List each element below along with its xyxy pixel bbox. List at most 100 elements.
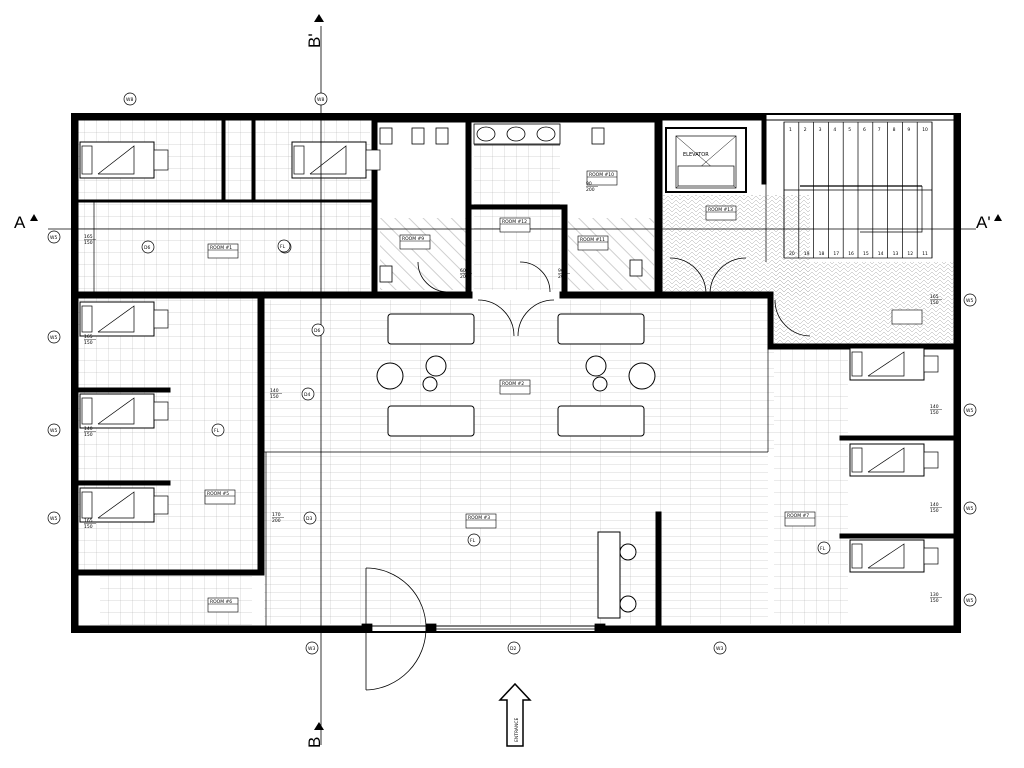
svg-text:150: 150: [930, 508, 939, 514]
section-b-top-arrow: [314, 14, 324, 22]
section-b-bottom-arrow: [314, 722, 324, 730]
svg-text:150: 150: [930, 598, 939, 604]
bed: [849, 539, 939, 573]
beds: [79, 141, 939, 573]
svg-text:D6: D6: [314, 328, 320, 334]
tag-d3: D3: [303, 511, 317, 525]
svg-text:B: B: [305, 737, 324, 748]
dimension-labels: 1651501651501401501651501401501702001651…: [84, 181, 942, 604]
svg-text:D6: D6: [144, 245, 150, 251]
stair-number: 19: [804, 251, 810, 257]
svg-text:W3: W3: [308, 646, 315, 652]
stair-number: 20: [789, 251, 795, 257]
svg-text:ROOM #5: ROOM #5: [207, 491, 229, 497]
section-a-right: A': [976, 213, 991, 232]
bed: [79, 301, 169, 337]
room-tag-room10: ROOM #10: [586, 170, 618, 186]
svg-text:ROOM #6: ROOM #6: [210, 599, 232, 605]
svg-text:ROOM #10: ROOM #10: [589, 172, 614, 178]
svg-text:B': B': [305, 33, 324, 48]
tag-d2: D2: [507, 641, 521, 655]
svg-text:W8: W8: [126, 97, 133, 103]
svg-text:150: 150: [84, 340, 93, 346]
svg-text:165: 165: [930, 294, 939, 300]
bed: [849, 347, 939, 381]
room-tag-room12: ROOM #12: [499, 217, 531, 233]
svg-text:W5: W5: [966, 298, 973, 304]
floor-tiling: [78, 120, 954, 625]
stair-number: 1: [789, 127, 792, 133]
tag-w3: W3: [305, 641, 319, 655]
stair-number: 14: [878, 251, 884, 257]
section-b-bottom: B: [305, 737, 324, 748]
svg-text:ROOM #12: ROOM #12: [502, 219, 527, 225]
tag-w5: W5: [963, 501, 977, 515]
entrance-label: ENTRANCE: [514, 718, 520, 742]
svg-text:ROOM #9: ROOM #9: [402, 236, 424, 242]
stair-number: 10: [922, 127, 928, 133]
doors: [361, 257, 811, 691]
stair-number: 18: [819, 251, 825, 257]
svg-text:W5: W5: [50, 516, 57, 522]
svg-text:150: 150: [270, 394, 279, 400]
interior-walls: [71, 113, 955, 628]
section-b-top: B': [305, 33, 324, 48]
stair-number: 15: [863, 251, 869, 257]
bed: [849, 443, 939, 477]
svg-text:150: 150: [84, 524, 93, 530]
tag-w3: W3: [713, 641, 727, 655]
svg-text:W5: W5: [50, 335, 57, 341]
tag-w5: W5: [47, 230, 61, 244]
svg-text:200: 200: [586, 187, 595, 193]
svg-text:ROOM #1: ROOM #1: [210, 245, 232, 251]
bed: [79, 141, 169, 179]
stair-number: 5: [848, 127, 851, 133]
svg-text:150: 150: [930, 410, 939, 416]
svg-text:60: 60: [460, 268, 466, 274]
svg-text:140: 140: [930, 404, 939, 410]
svg-text:D4: D4: [304, 392, 310, 398]
stair-number: 13: [893, 251, 899, 257]
svg-text:ROOM #3: ROOM #3: [468, 515, 490, 521]
svg-text:90: 90: [558, 268, 564, 274]
tag-w5: W5: [47, 423, 61, 437]
stair-number: 8: [893, 127, 896, 133]
svg-text:200: 200: [558, 274, 567, 280]
room-tag-room11: ROOM #11: [577, 235, 609, 251]
stair-number: 4: [833, 127, 836, 133]
room-tag-room5: ROOM #5: [204, 489, 236, 505]
bed: [79, 487, 169, 523]
svg-text:90: 90: [586, 181, 592, 187]
tag-fl: FL: [211, 423, 225, 437]
stair-number: 16: [848, 251, 854, 257]
stair-number: 12: [907, 251, 913, 257]
room-tag-room6: ROOM #6: [207, 597, 239, 613]
svg-text:FL: FL: [470, 538, 476, 544]
room-tag-room2: ROOM #2: [499, 379, 531, 395]
tag-w8: W8: [314, 92, 328, 106]
svg-text:165: 165: [84, 234, 93, 240]
svg-text:140: 140: [84, 426, 93, 432]
tag-w5: W5: [963, 593, 977, 607]
room-tag-room1: ROOM #1: [207, 243, 239, 259]
stair-number: 11: [922, 251, 928, 257]
svg-text:200: 200: [460, 274, 469, 280]
svg-text:150: 150: [930, 300, 939, 306]
svg-text:FL: FL: [214, 428, 220, 434]
lobby-furniture: [376, 313, 656, 619]
svg-text:130: 130: [930, 592, 939, 598]
tag-d6: D6: [141, 240, 155, 254]
